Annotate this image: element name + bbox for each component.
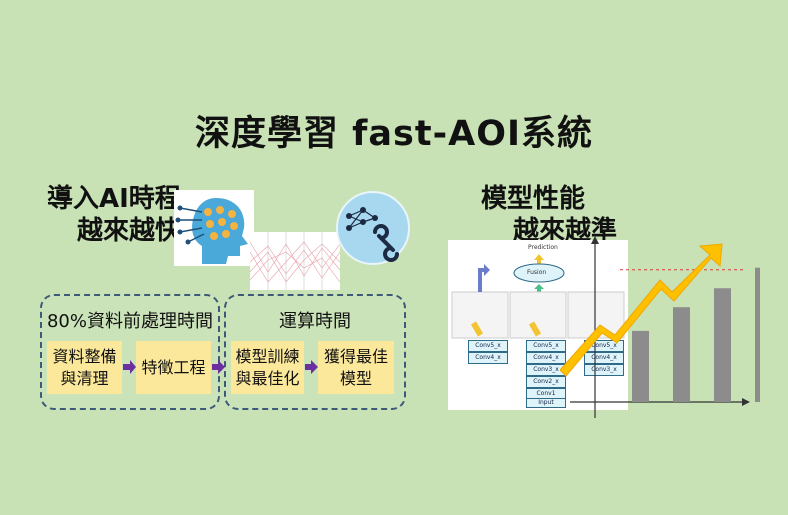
performance-chart (560, 236, 760, 418)
neural-network-wrench-icon (335, 190, 411, 266)
layer-conv2: Conv2_x (526, 376, 566, 388)
performance-bar-2 (673, 307, 690, 402)
data-plot-icon (249, 232, 341, 290)
fusion-label: Fusion (527, 269, 547, 276)
layer-conv3: Conv3_x (526, 364, 566, 376)
step-data-cleaning: 資料整備 與清理 (47, 341, 122, 394)
ai-head-icon (174, 190, 254, 266)
performance-bar-3 (714, 288, 731, 402)
step-feature-engineering: 特徵工程 (136, 341, 211, 394)
growth-arrow (560, 243, 723, 377)
step-model-training: 模型訓練 與最佳化 (231, 341, 304, 394)
layer-conv4: Conv4_x (526, 352, 566, 364)
prediction-label: Prediction (528, 244, 558, 251)
preprocess-group-label: 80%資料前處理時間 (46, 311, 213, 332)
flow-arrow-3 (305, 360, 318, 374)
compute-group-label: 運算時間 (279, 311, 351, 332)
side-right-conv4: Conv4_x (584, 352, 624, 364)
step-best-model: 獲得最佳 模型 (318, 341, 394, 394)
flow-arrow-2 (212, 360, 225, 374)
flow-arrow-1 (123, 360, 136, 374)
side-left-conv5: Conv5_x (468, 340, 508, 352)
network-architecture-diagram: Prediction Fusion Conv5_x Conv4_x Conv3_… (448, 240, 628, 410)
layer-conv5: Conv5_x (526, 340, 566, 352)
chart-x-axis-arrowhead (742, 398, 750, 406)
layer-input: Input (526, 398, 566, 408)
side-left-conv4: Conv4_x (468, 352, 508, 364)
network-shapes (451, 254, 625, 339)
right-heading-line1: 模型性能 (481, 184, 586, 214)
performance-bar-4 (755, 267, 760, 402)
page-title: 深度學習 fast-AOI系統 (195, 114, 593, 154)
chart-y-axis-arrowhead (591, 236, 599, 244)
side-right-conv3: Conv3_x (584, 364, 624, 376)
left-heading-line1: 導入AI時程 (47, 184, 181, 214)
performance-bar-1 (632, 330, 649, 402)
left-heading-line2: 越來越快 (77, 216, 182, 246)
